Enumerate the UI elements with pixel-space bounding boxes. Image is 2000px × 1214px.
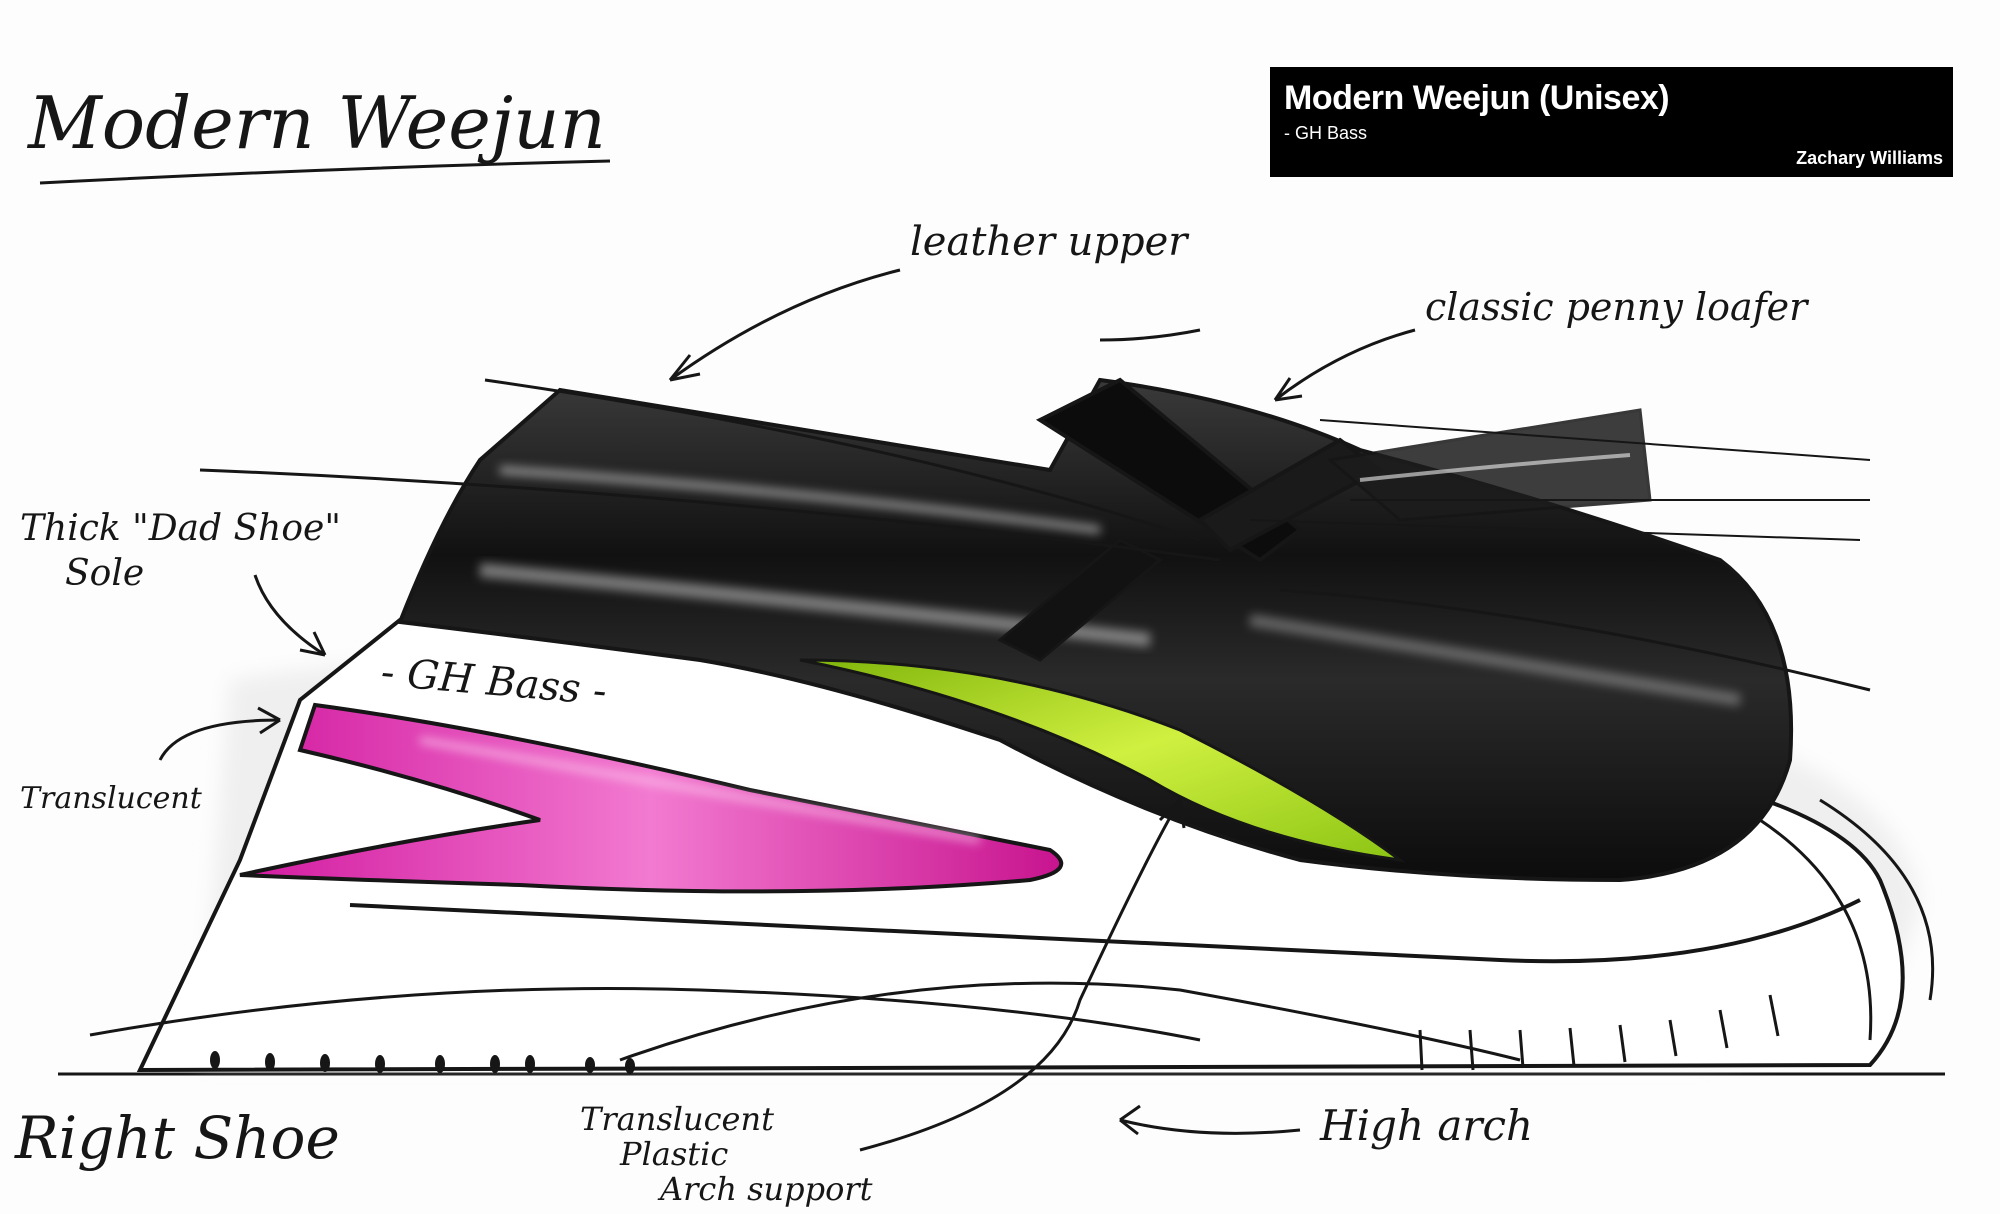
arrow-high-arch <box>1119 1118 1301 1135</box>
lime-accent <box>799 658 1406 863</box>
tongue-highlight <box>1359 453 1631 482</box>
pink-highlight <box>419 737 981 843</box>
arrow-translucent <box>158 718 281 761</box>
arrow-penny-loafer <box>1274 328 1416 402</box>
label-dad-shoe-2: Sole <box>65 553 144 594</box>
construction-line <box>1319 419 1871 461</box>
title-block-title: Modern Weejun (Unisex) <box>1284 79 1670 117</box>
tread-dots <box>210 1051 635 1074</box>
penny-strap-cross <box>997 538 1163 662</box>
label-translucent: Translucent <box>20 781 203 816</box>
upper-highlight <box>499 466 1101 534</box>
arrow-dad-shoe <box>253 574 326 657</box>
sole-line <box>1759 818 1873 1041</box>
label-arch-support-2: Plastic <box>619 1135 728 1173</box>
upper-highlight <box>1249 614 1741 706</box>
label-arch-support-1: Translucent <box>580 1100 774 1138</box>
sole-line <box>1819 798 1935 1001</box>
label-penny-loafer: classic penny loafer <box>1425 285 1810 329</box>
construction-line <box>1279 588 1871 692</box>
label-right-shoe: Right Shoe <box>14 1104 340 1172</box>
title-block-author: Zachary Williams <box>1796 148 1943 168</box>
heel-tread-ticks <box>1418 994 1780 1071</box>
arrow-arch-support <box>859 799 1182 1152</box>
construction-line <box>1099 328 1201 342</box>
label-high-arch: High arch <box>1319 1101 1533 1150</box>
title-block: Modern Weejun (Unisex) - GH Bass Zachary… <box>1270 67 1953 177</box>
arrow-leather-upper <box>669 268 901 382</box>
title-underline <box>39 159 611 185</box>
label-leather-upper: leather upper <box>910 219 1190 265</box>
construction-line <box>1249 519 1861 541</box>
sketch-title: Modern Weejun <box>26 81 606 165</box>
label-arch-support-3: Arch support <box>657 1170 873 1208</box>
sole-line <box>89 986 1201 1042</box>
sole-line <box>349 898 1861 964</box>
title-block-subtitle: - GH Bass <box>1284 123 1368 143</box>
annotation-arrows <box>158 268 1416 1152</box>
construction-line <box>199 468 1221 562</box>
label-dad-shoe-1: Thick "Dad Shoe" <box>20 508 341 549</box>
pink-translucent-piece <box>239 702 1064 894</box>
construction-line <box>484 378 1201 542</box>
